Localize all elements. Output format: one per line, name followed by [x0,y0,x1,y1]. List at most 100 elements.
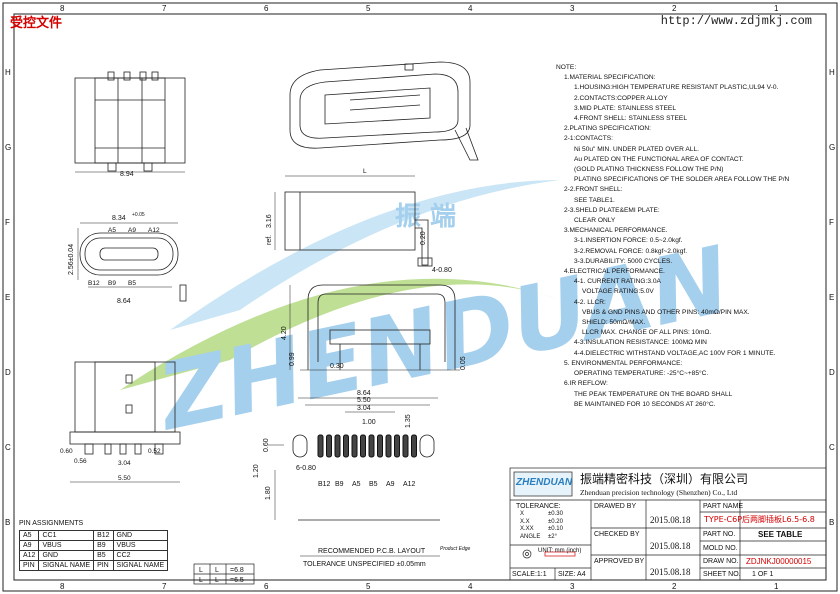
note-line: 2.PLATING SPECIFICATION: [564,125,651,133]
pin-table-cell: SIGNAL NAME [112,560,169,571]
note-line: 3.MECHANICAL PERFORMANCE. [564,227,668,235]
unit-label: UNIT: mm (inch) [538,548,582,554]
pcb-pad [411,434,417,458]
iso-view [289,61,479,161]
note-line: 4.ELECTRICAL PERFORMANCE. [564,268,665,276]
company-name-cn: 振端精密科技（深圳）有限公司 [580,472,749,486]
dim-profile-005: 0.05 [460,356,467,370]
size-table [193,563,255,585]
note-line: SHIELD: 50mΩ/MAX. [582,319,646,327]
part-name-value: TYPE-C6P后两脚插板L6.5-6.8 [704,515,815,524]
scale-label: SCALE:1:1 [512,571,547,578]
border-col-label: 8 [60,582,65,591]
note-line: 3-3.DURABILITY: 5000 CYCLES. [574,257,673,265]
border-row-label: B [5,518,10,527]
dim-side-length: L [363,168,367,175]
border-row-label: B [829,518,834,527]
dim-top-width: 8.94 [120,171,134,178]
pin-table-cell: PIN [18,560,40,571]
draw-no-label: DRAW NO. [703,558,739,565]
pin-table-cell: A9 [18,540,40,551]
border-col-label: 5 [366,4,371,13]
pcb-pad [334,434,341,458]
pcb-pad [326,434,332,458]
border-row-label: G [829,143,835,152]
front-pin-label: B12 [88,280,100,287]
date-checked: 2015.08.18 [650,541,691,551]
dim-profile-height: 4.20 [281,326,288,340]
note-line: BE MAINTAINED FOR 10 SECONDS AT 260°C. [574,400,716,408]
pcb-pin-label: B9 [335,481,344,488]
dim-front-bottom: 8.64 [117,298,131,305]
note-line: 5. ENVIRONMENTAL PERFORMANCE: [564,359,683,367]
website-url[interactable]: http://www.zdjmkj.com [660,14,812,28]
dim-pcb-864: 8.64 [357,390,371,397]
border-row-label: D [829,368,835,377]
size-table-cell: L [199,577,203,584]
pcb-pad [377,434,383,458]
size-table-cell: L [199,567,203,574]
pin-table-cell: GND [38,550,95,561]
tolerance-row: X±0.30 [520,511,563,519]
tolerance-label: TOLERANCE: [516,503,561,510]
dim-pcb-060: 0.60 [263,438,270,452]
front-pin-label: A5 [108,227,116,234]
sheet-no-label: SHEET NO. [703,571,741,578]
border-col-label: 4 [468,4,473,13]
dim-pcb-6x: 6-0.80 [296,465,316,472]
pcb-pin-label: A9 [386,481,395,488]
dim-side2-056: 0.56 [74,458,87,465]
border-col-label: 5 [366,582,371,591]
pcb-pad [385,434,392,458]
note-line: VOLTAGE RATING:5.0V [582,288,654,296]
border-col-label: 7 [162,4,167,13]
inner-frame [13,13,827,581]
border-col-label: 2 [672,4,677,13]
dim-side2-052: 0.52 [148,448,161,455]
dim-side2-550: 5.50 [118,475,131,482]
dim-profile-030: 0.30 [330,363,344,370]
pin-table-cell: B12 [93,530,114,541]
dim-front-tol: +0.05 [132,212,145,218]
note-line: Ni 50u" MIN. UNDER PLATED OVER ALL. [574,145,699,153]
border-col-label: 8 [60,4,65,13]
tolerance-key: ANGLE [520,533,541,540]
border-grid-marks: 8877665544332211HHGGFFEEDDCCBBAA [5,4,835,594]
front-pin-label: B9 [108,280,116,287]
mold-no-label: MOLD NO. [703,545,738,552]
dim-side-height-prefix: ref. [266,235,273,245]
pcb-edge: Product Edge [440,546,471,552]
side-profile [274,175,433,267]
pcb-tolerance: TOLERANCE UNSPECIFIED ±0.05mm [303,561,426,568]
pin-table-title: PIN ASSIGNMENTS [19,520,84,527]
note-line: 4-2. LLCR: [574,298,606,306]
pcb-pad [317,434,324,458]
pin-table-cell: VBUS [38,540,95,551]
title-logo: ZHENDUAN [516,477,573,488]
pcb-pin-label: B5 [369,481,378,488]
watermark-cn: 振 端 [395,202,456,232]
border-col-label: 6 [264,4,269,13]
dim-side2-304: 3.04 [118,460,131,467]
size-table-cell: L [215,577,219,584]
note-line: 2.CONTACTS:COPPER ALLOY [574,94,668,102]
size-table-cell: L [215,567,219,574]
border-row-label: F [5,218,10,227]
drawn-by-label: DRAWED BY [594,503,637,510]
note-line: (GOLD PLATING THICKNESS FOLLOW THE P/N) [574,166,724,174]
tolerance-key: X [520,511,525,517]
border-row-label: H [5,68,11,77]
border-row-label: H [829,68,835,77]
border-col-label: 3 [570,4,575,13]
tolerance-value: ±0.10 [548,526,563,532]
top-view [74,71,186,173]
part-name-label: PART NAME [703,503,744,510]
border-row-label: E [829,293,834,302]
dim-side2-060: 0.60 [60,448,73,455]
front-pin-label: B5 [128,280,136,287]
dim-pcb-135: 1.35 [405,414,412,428]
